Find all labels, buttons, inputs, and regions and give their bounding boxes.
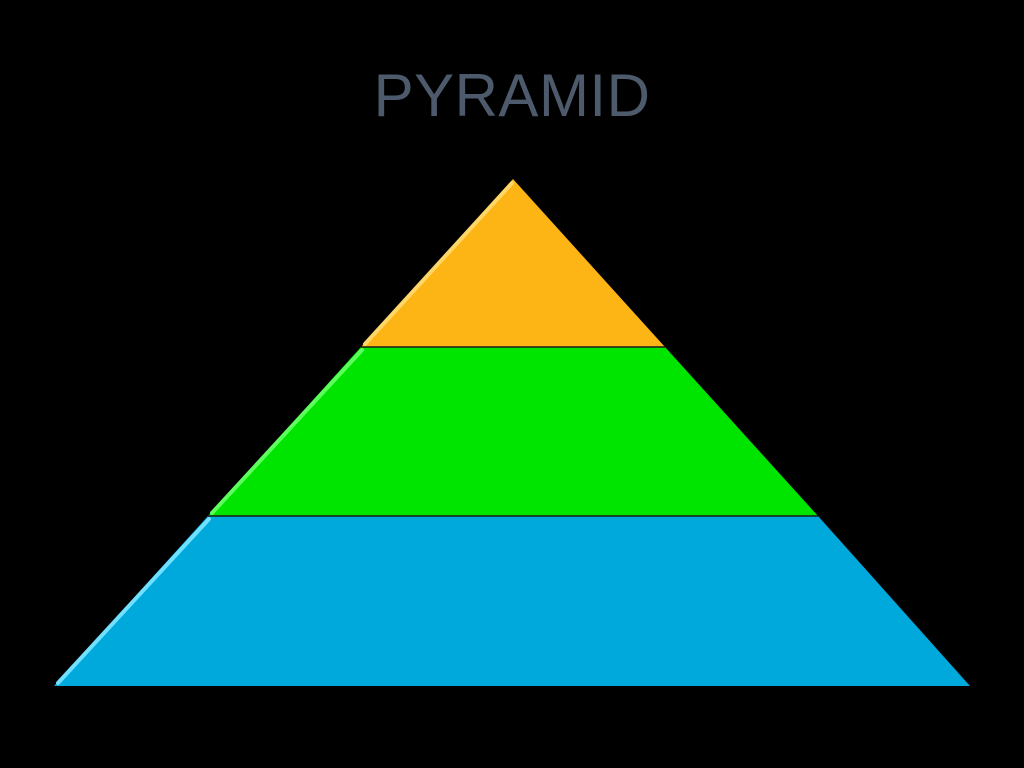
pyramid-tier-bottom <box>54 516 970 686</box>
pyramid-tier-bottom-highlight <box>56 517 211 685</box>
slide-title: PYRAMID <box>373 62 651 129</box>
pyramid-tier-top-highlight <box>363 181 514 346</box>
pyramid-tier-middle <box>208 347 818 516</box>
pyramid-tier-top <box>361 179 665 347</box>
pyramid-tier-middle-highlight <box>210 348 364 515</box>
